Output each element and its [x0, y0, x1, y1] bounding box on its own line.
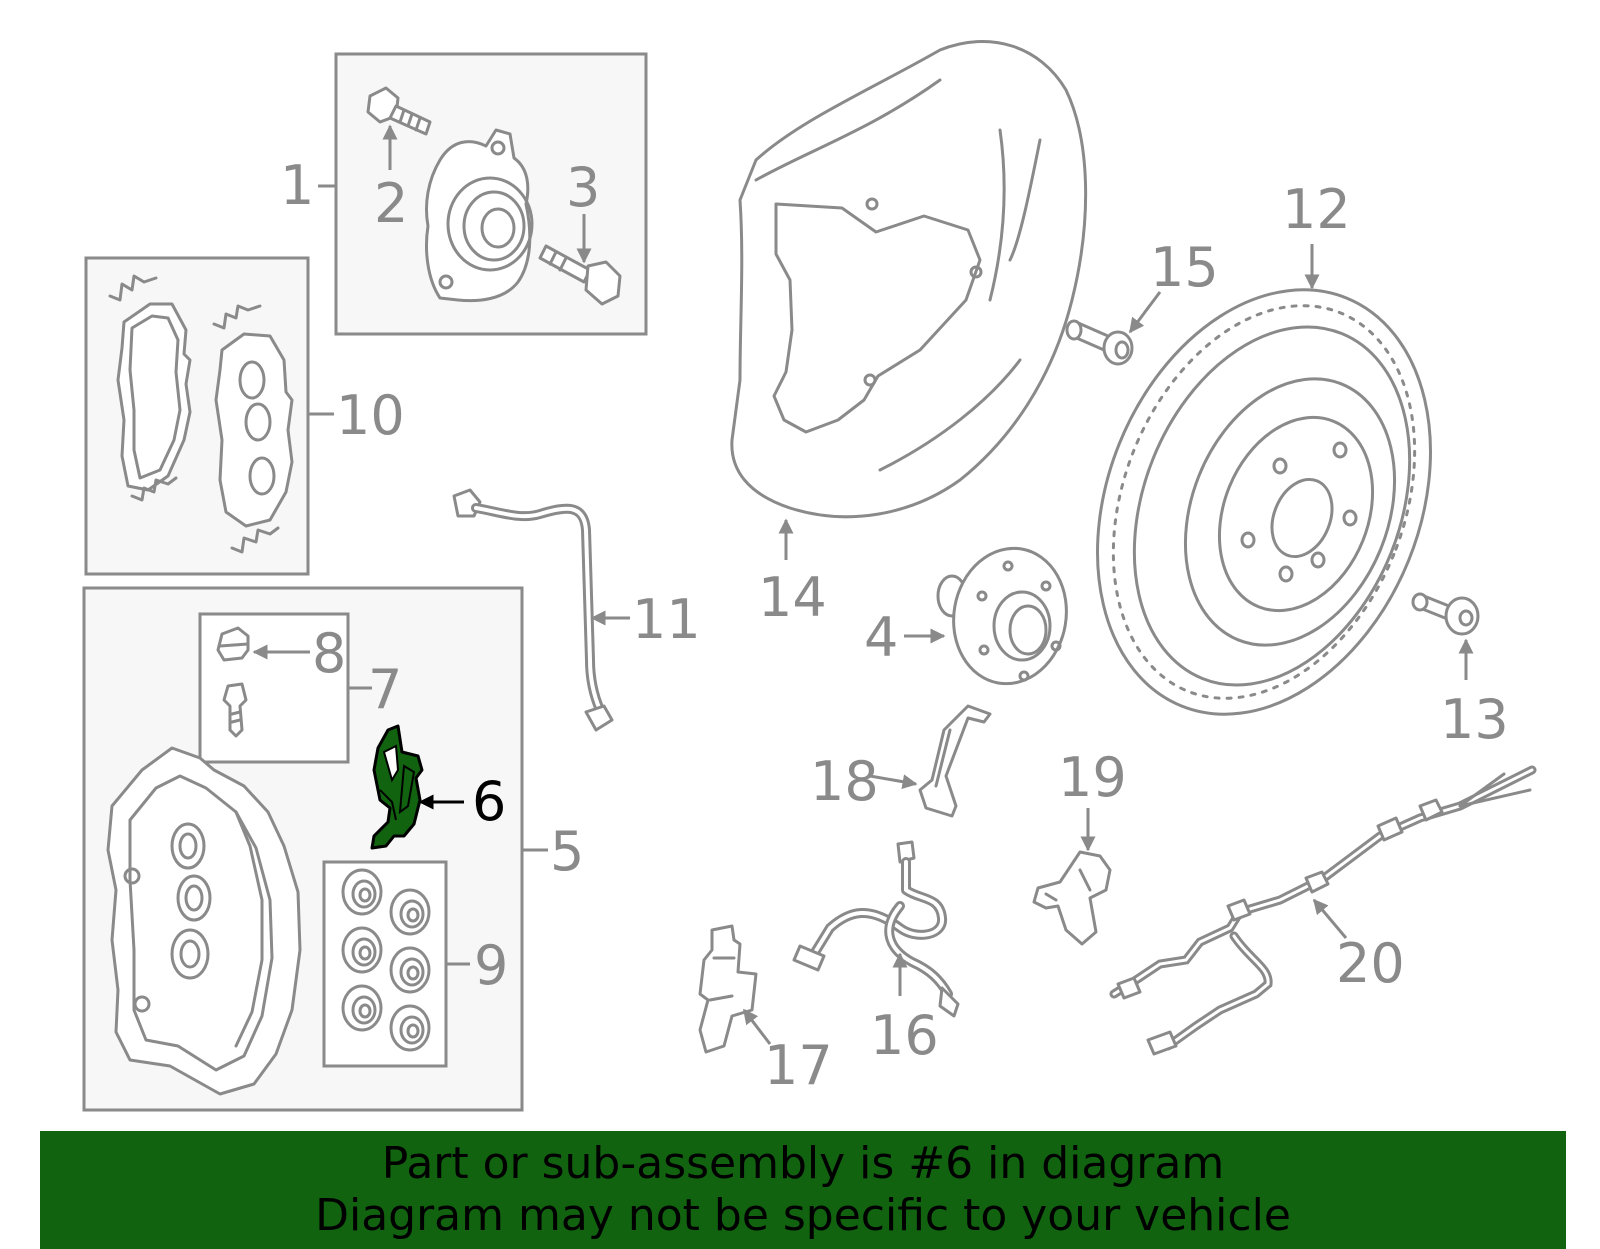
- brake-caliper: [106, 746, 302, 1096]
- callout-6-highlighted: 6: [472, 770, 506, 833]
- callout-1: 1: [280, 154, 314, 217]
- callout-15: 15: [1150, 236, 1219, 299]
- bleeder-cap-8: [216, 626, 250, 662]
- brake-pad-outer: [214, 332, 294, 528]
- bolt-15: [1065, 319, 1134, 366]
- callout-4: 4: [864, 606, 898, 669]
- callout-16: 16: [870, 1004, 939, 1067]
- callout-12: 12: [1282, 178, 1351, 241]
- pad-springs: [108, 274, 280, 554]
- wheel-hub-4: [936, 546, 1068, 686]
- bleeder-screw: [222, 682, 248, 738]
- leader-lines: [252, 124, 1474, 1045]
- caliper-spring-6-highlighted: [370, 724, 424, 850]
- callout-8: 8: [312, 622, 346, 685]
- dust-shield-14: [730, 40, 1088, 519]
- bolt-13: [1411, 592, 1480, 636]
- callout-18: 18: [810, 750, 879, 813]
- banner-line-2: Diagram may not be specific to your vehi…: [315, 1190, 1291, 1241]
- brake-hose-11: [452, 488, 614, 732]
- callout-2: 2: [374, 172, 408, 235]
- callout-17: 17: [764, 1034, 833, 1097]
- callout-3: 3: [566, 156, 600, 219]
- bolt-2: [366, 86, 432, 136]
- callout-20: 20: [1336, 932, 1405, 995]
- callout-13: 13: [1440, 688, 1509, 751]
- callout-9: 9: [474, 934, 508, 997]
- callout-7: 7: [368, 658, 402, 721]
- bracket-18: [918, 704, 992, 818]
- brake-pad-inner: [116, 302, 192, 492]
- brake-rotor-12: [1096, 288, 1432, 716]
- callout-11: 11: [632, 588, 701, 651]
- bolt-3: [538, 244, 622, 306]
- clip-bracket-17: [698, 924, 758, 1054]
- wheel-bearing-housing: [425, 128, 534, 303]
- sensor-cable-20: [1109, 765, 1537, 1056]
- banner-line-1: Part or sub-assembly is #6 in diagram: [381, 1138, 1225, 1189]
- callout-14: 14: [758, 566, 827, 629]
- speed-sensor-19: [1032, 850, 1112, 946]
- callout-5: 5: [550, 820, 584, 883]
- wear-sensor-16: [792, 840, 960, 1018]
- callout-19: 19: [1058, 746, 1127, 809]
- callout-10: 10: [336, 384, 405, 447]
- piston-seals-9: [341, 868, 431, 1052]
- info-banner: Part or sub-assembly is #6 in diagram Di…: [40, 1131, 1566, 1249]
